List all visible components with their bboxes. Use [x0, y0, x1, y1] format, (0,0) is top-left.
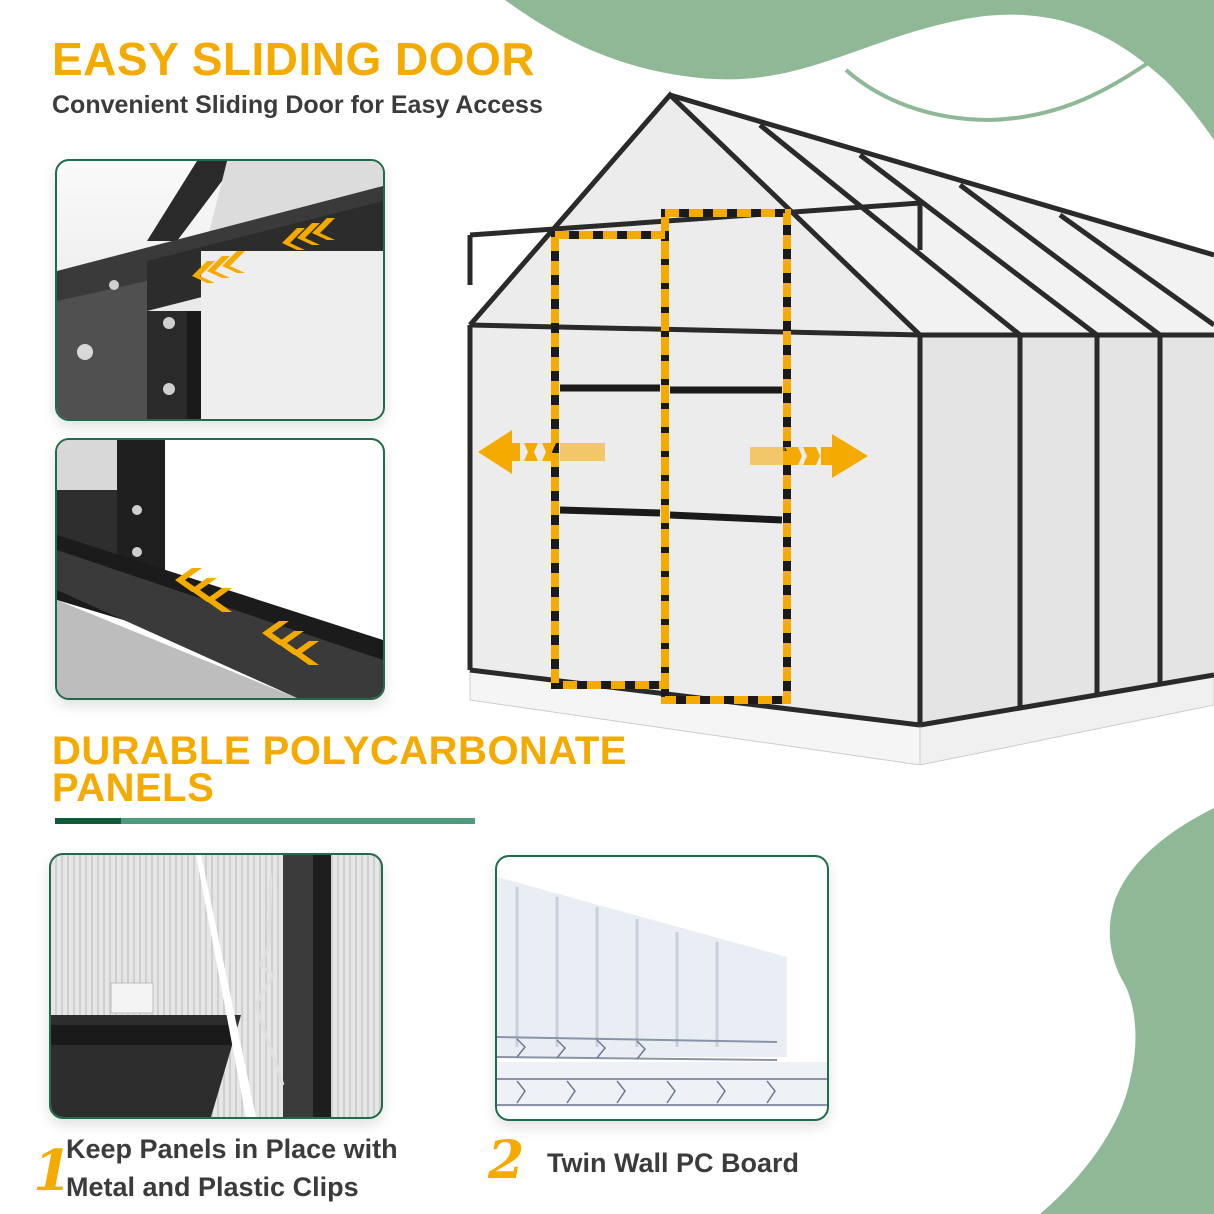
arrow-left-icon [175, 568, 319, 665]
feature-caption-2: Twin Wall PC Board [547, 1148, 800, 1178]
feature-number-2: 2 [488, 1130, 525, 1191]
arrow-left-icon [192, 218, 335, 283]
slide-right-arrow-icon [750, 434, 868, 478]
feature-caption-1-line2: Metal and Plastic Clips [66, 1172, 359, 1202]
section-title-line1: DURABLE POLYCARBONATE [52, 729, 627, 773]
page-subtitle: Convenient Sliding Door for Easy Access [52, 91, 543, 119]
slide-left-arrow-icon [478, 430, 605, 474]
page-title: EASY SLIDING DOOR [52, 33, 536, 85]
pc-board-image [495, 855, 829, 1121]
clips-image [49, 853, 383, 1119]
bottom-rail-image [55, 438, 385, 700]
section-title-line2: PANELS [52, 766, 215, 810]
feature-number-1: 1 [33, 1138, 72, 1204]
section-divider [55, 818, 475, 824]
top-rail-image [55, 159, 385, 421]
greenhouse-image [467, 91, 1214, 765]
feature-caption-1-line1: Keep Panels in Place with [66, 1134, 398, 1164]
